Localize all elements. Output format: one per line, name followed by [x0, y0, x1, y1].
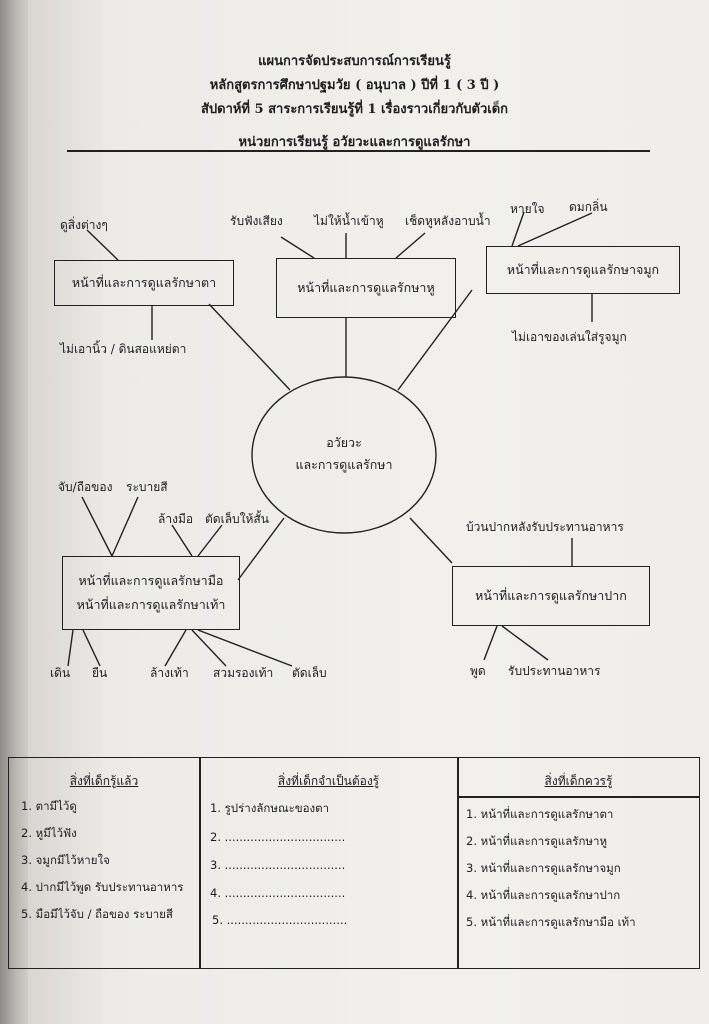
- should-know-item: 3. หน้าที่และการดูแลรักษาจมูก: [466, 861, 621, 875]
- mouth-box: หน้าที่และการดูแลรักษาปาก: [452, 566, 650, 626]
- ears-box: หน้าที่และการดูแลรักษาหู: [276, 258, 456, 318]
- known-column: สิ่งที่เด็กรู้แล้ว 1. ตามีไว้ดู 2. หูมีไ…: [9, 758, 199, 968]
- center-topic-line1: อวัยวะ: [326, 435, 362, 450]
- should-know-header-rule: [458, 796, 699, 798]
- center-topic: อวัยวะ และการดูแลรักษา: [264, 432, 424, 476]
- mouth-eat-label: รับประทานอาหาร: [508, 664, 601, 678]
- eyes-box-title: หน้าที่และการดูแลรักษาตา: [71, 275, 217, 290]
- ears-hear-label: รับฟังเสียง: [230, 214, 283, 228]
- unit-title: หน่วยการเรียนรู้ อวัยวะและการดูแลรักษา: [238, 135, 471, 150]
- feet-wash-label: ล้างเท้า: [150, 666, 189, 680]
- week-subject-title: สัปดาห์ที่ 5 สาระการเรียนรู้ที่ 1 เรื่อง…: [200, 102, 509, 117]
- hands-box-title: หน้าที่และการดูแลรักษามือ: [78, 573, 224, 588]
- feet-box-title: หน้าที่และการดูแลรักษาเท้า: [76, 597, 226, 612]
- ears-box-title: หน้าที่และการดูแลรักษาหู: [297, 280, 435, 295]
- knowledge-table: สิ่งที่เด็กรู้แล้ว 1. ตามีไว้ดู 2. หูมีไ…: [8, 757, 700, 969]
- hands-feet-box: หน้าที่และการดูแลรักษามือ หน้าที่และการด…: [62, 556, 240, 630]
- eyes-see-label: ดูสิ่งต่างๆ: [60, 218, 108, 232]
- header-divider: [67, 150, 650, 152]
- known-column-header: สิ่งที่เด็กรู้แล้ว: [69, 774, 139, 788]
- mouth-box-title: หน้าที่และการดูแลรักษาปาก: [475, 588, 627, 603]
- need-to-know-column: สิ่งที่เด็กจำเป็นต้องรู้ 1. รูปร่างลักษณ…: [200, 758, 457, 968]
- should-know-column-header: สิ่งที่เด็กควรรู้: [544, 774, 613, 788]
- should-know-item: 5. หน้าที่และการดูแลรักษามือ เท้า: [466, 915, 636, 929]
- should-know-item: 2. หน้าที่และการดูแลรักษาหู: [466, 834, 608, 848]
- ears-wipe-label: เช็ดหูหลังอาบน้ำ: [405, 214, 491, 228]
- nose-box-title: หน้าที่และการดูแลรักษาจมูก: [506, 262, 660, 277]
- nose-smell-label: ดมกลิ่น: [569, 200, 608, 214]
- curriculum-title: หลักสูตรการศึกษาปฐมวัย ( อนุบาล ) ปีที่ …: [209, 78, 500, 93]
- known-item: 2. หูมีไว้ฟัง: [21, 826, 77, 840]
- need-to-know-item: 1. รูปร่างลักษณะของตา: [210, 801, 330, 815]
- need-to-know-item: 4. .................................: [210, 886, 346, 900]
- need-to-know-item: 2. .................................: [210, 830, 346, 844]
- known-item: 5. มือมีไว้จับ / ถือของ ระบายสี: [21, 907, 173, 921]
- should-know-item: 4. หน้าที่และการดูแลรักษาปาก: [466, 888, 621, 902]
- feet-trim-nails-label: ตัดเล็บ: [292, 666, 327, 680]
- known-item: 4. ปากมีไว้พูด รับประทานอาหาร: [21, 880, 184, 894]
- known-item: 3. จมูกมีไว้หายใจ: [21, 853, 110, 867]
- feet-stand-label: ยืน: [92, 666, 108, 680]
- center-topic-line2: และการดูแลรักษา: [295, 457, 393, 472]
- mouth-speak-label: พูด: [470, 664, 486, 678]
- should-know-column: สิ่งที่เด็กควรรู้ 1. หน้าที่และการดูแลรั…: [458, 758, 699, 968]
- nose-care-label: ไม่เอาของเล่นใส่รูจมูก: [512, 330, 627, 344]
- eyes-box: หน้าที่และการดูแลรักษาตา: [54, 260, 234, 306]
- should-know-item: 1. หน้าที่และการดูแลรักษาตา: [466, 807, 614, 821]
- need-to-know-column-header: สิ่งที่เด็กจำเป็นต้องรู้: [277, 774, 380, 788]
- feet-shoes-label: สวมรองเท้า: [213, 666, 274, 680]
- eyes-care-label: ไม่เอานิ้ว / ดินสอแหย่ตา: [60, 342, 187, 356]
- plan-title: แผนการจัดประสบการณ์การเรียนรู้: [258, 54, 451, 69]
- known-item: 1. ตามีไว้ดู: [21, 799, 77, 813]
- ears-no-water-label: ไม่ให้น้ำเข้าหู: [314, 214, 384, 228]
- nose-breathe-label: หายใจ: [510, 202, 545, 216]
- document-page: [28, 0, 709, 1024]
- hands-wash-label: ล้างมือ: [158, 512, 194, 526]
- table-divider-1: [199, 758, 201, 968]
- mouth-rinse-label: บ้วนปากหลังรับประทานอาหาร: [466, 520, 624, 534]
- need-to-know-item: 5. .................................: [212, 913, 348, 927]
- hands-paint-label: ระบายสี: [126, 480, 168, 494]
- need-to-know-item: 3. .................................: [210, 858, 346, 872]
- hands-hold-label: จับ/ถือของ: [58, 480, 113, 494]
- table-divider-2: [457, 758, 459, 968]
- hands-trim-nails-label: ตัดเล็บให้สั้น: [205, 512, 269, 526]
- feet-walk-label: เดิน: [50, 666, 71, 680]
- nose-box: หน้าที่และการดูแลรักษาจมูก: [486, 246, 680, 294]
- book-spine-shadow: [0, 0, 28, 1024]
